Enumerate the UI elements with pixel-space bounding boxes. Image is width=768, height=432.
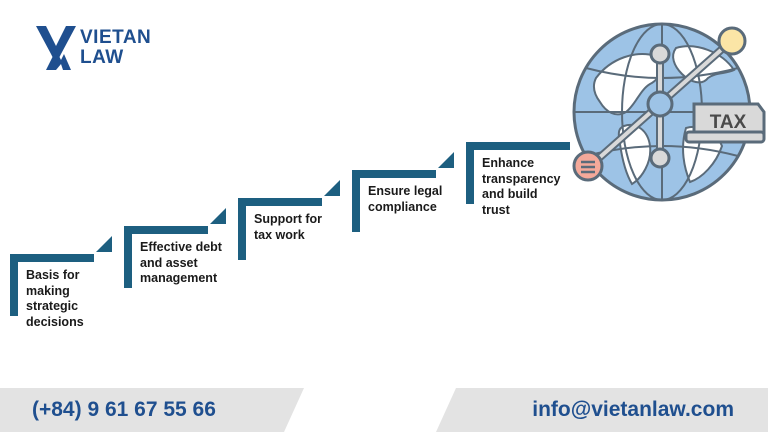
step-3: Support for tax work	[238, 180, 340, 260]
step-1: Basis for making strategic decisions	[10, 236, 112, 329]
step-2-label: Effective debt and asset management	[140, 240, 222, 285]
step-4: Ensure legal compliance	[352, 152, 454, 232]
footer-bar	[0, 388, 768, 432]
brand-name-line2: LAW	[80, 47, 124, 68]
step-5-label: Enhance transparency and build trust	[482, 156, 561, 217]
step-4-label: Ensure legal compliance	[368, 184, 443, 214]
footer-email: info@vietanlaw.com	[532, 398, 734, 421]
brand-name: VIETAN LAW	[80, 28, 151, 68]
tax-tag-text: TAX	[710, 112, 747, 133]
step-3-label: Support for tax work	[254, 212, 323, 242]
brand-name-line1: VIETAN	[80, 27, 152, 48]
vietanlaw-logo-icon	[36, 26, 76, 70]
step-5: Enhance transparency and build trust	[466, 142, 576, 217]
step-1-label: Basis for making strategic decisions	[26, 268, 84, 329]
step-2: Effective debt and asset management	[124, 208, 226, 288]
globe-tax-icon: TAX	[572, 22, 766, 202]
footer-phone: (+84) 9 61 67 55 66	[32, 398, 216, 421]
